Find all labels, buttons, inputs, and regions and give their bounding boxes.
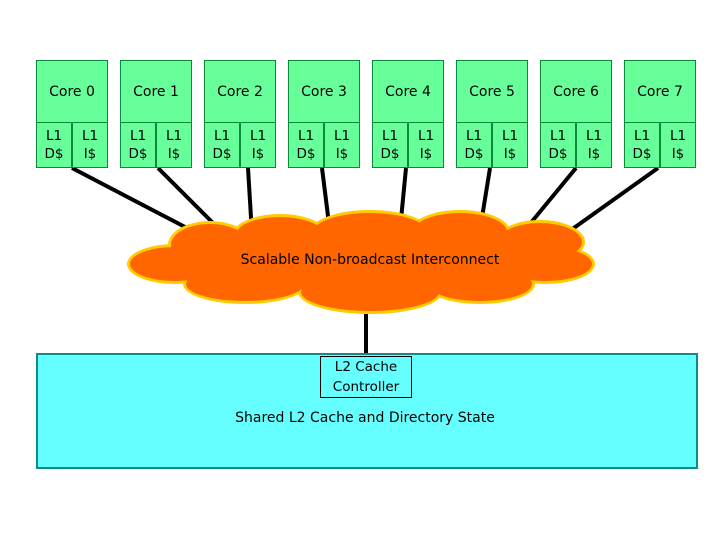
core-label: Core 4 bbox=[372, 60, 444, 124]
interconnect-cloud bbox=[127, 210, 595, 314]
l2-cache-controller: L2 Cache Controller bbox=[320, 356, 412, 398]
core-label: Core 3 bbox=[288, 60, 360, 124]
core-label: Core 1 bbox=[120, 60, 192, 124]
core-label: Core 0 bbox=[36, 60, 108, 124]
core-label: Core 5 bbox=[456, 60, 528, 124]
core-label: Core 6 bbox=[540, 60, 612, 124]
core-label: Core 7 bbox=[624, 60, 696, 124]
core-label: Core 2 bbox=[204, 60, 276, 124]
interconnect-label: Scalable Non-broadcast Interconnect bbox=[240, 252, 500, 268]
shared-l2-cache-label: Shared L2 Cache and Directory State bbox=[235, 410, 495, 426]
